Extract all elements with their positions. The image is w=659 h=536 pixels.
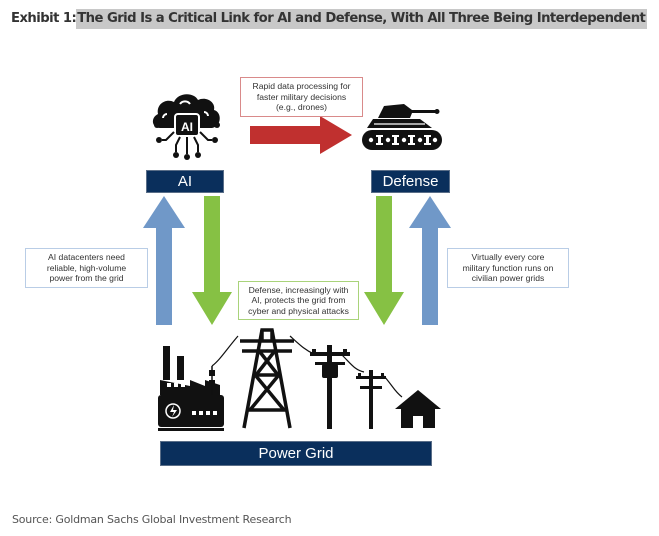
house-icon bbox=[395, 390, 441, 428]
svg-text:AI: AI bbox=[181, 120, 193, 134]
note-line: reliable, high-volume bbox=[46, 262, 127, 273]
power-plant-icon bbox=[158, 346, 224, 431]
note-line: AI, protects the grid from bbox=[251, 295, 346, 306]
power-grid-node-label: Power Grid bbox=[160, 441, 432, 466]
note-defense-to-grid: Defense, increasingly with AI, protects … bbox=[238, 281, 359, 320]
note-line: AI datacenters need bbox=[48, 252, 125, 263]
blue-arrow-grid-to-ai bbox=[143, 196, 185, 325]
note-line: Defense, increasingly with bbox=[248, 284, 349, 295]
utility-pole-icon bbox=[310, 345, 386, 429]
blue-arrow-grid-to-defense bbox=[409, 196, 451, 325]
note-line: Rapid data processing for bbox=[252, 81, 351, 92]
note-line: cyber and physical attacks bbox=[248, 305, 349, 316]
green-arrow-ai-to-grid bbox=[192, 196, 232, 325]
defense-node-text: Defense bbox=[382, 173, 439, 190]
exhibit-title: Exhibit 1:The Grid Is a Critical Link fo… bbox=[11, 9, 648, 29]
ai-node-label: AI bbox=[146, 170, 224, 193]
exhibit-title-text: The Grid Is a Critical Link for AI and D… bbox=[76, 9, 648, 29]
power-grid-node-text: Power Grid bbox=[258, 445, 334, 462]
transmission-tower-icon bbox=[240, 328, 294, 429]
defense-node-label: Defense bbox=[371, 170, 450, 193]
note-line: power from the grid bbox=[49, 273, 124, 284]
red-arrow-ai-to-defense bbox=[250, 116, 352, 154]
green-arrow-defense-to-grid bbox=[364, 196, 404, 325]
note-grid-to-defense: Virtually every core military function r… bbox=[447, 248, 569, 288]
ai-node-text: AI bbox=[177, 173, 193, 190]
note-line: Virtually every core bbox=[471, 252, 545, 263]
note-line: civilian power grids bbox=[471, 273, 545, 284]
source-note: Source: Goldman Sachs Global Investment … bbox=[12, 513, 292, 526]
note-ai-to-defense: Rapid data processing for faster militar… bbox=[240, 77, 363, 117]
tank-icon bbox=[362, 104, 442, 150]
note-line: faster military decisions bbox=[256, 91, 347, 102]
exhibit-prefix: Exhibit 1: bbox=[11, 11, 77, 26]
note-line: (e.g., drones) bbox=[275, 102, 328, 113]
note-grid-to-ai: AI datacenters need reliable, high-volum… bbox=[25, 248, 148, 288]
ai-brain-circuit-icon: AI bbox=[152, 94, 220, 160]
note-line: military function runs on bbox=[462, 262, 554, 273]
